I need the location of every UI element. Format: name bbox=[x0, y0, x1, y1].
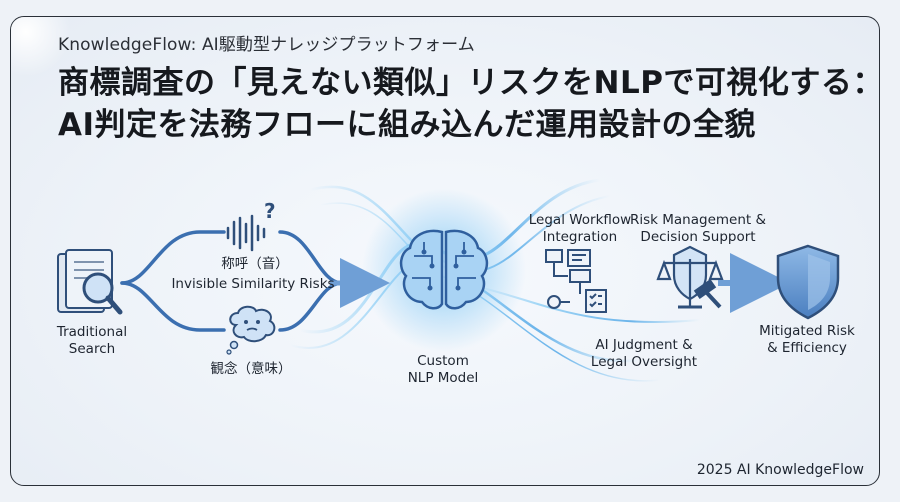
nlp-model-line-2: NLP Model bbox=[407, 370, 479, 386]
brain-glow bbox=[362, 188, 526, 352]
nlp-model-label: Custom NLP Model bbox=[398, 353, 488, 387]
sound-label: 称呼（音） bbox=[221, 256, 289, 272]
ai-judgment-label: AI Judgment & Legal Oversight bbox=[584, 337, 704, 371]
shield-icon bbox=[776, 244, 840, 320]
thought-cloud-icon bbox=[226, 305, 276, 355]
legal-workflow-line-2: Integration bbox=[542, 229, 618, 245]
document-search-icon bbox=[57, 249, 123, 315]
risk-management-line-2: Decision Support bbox=[640, 229, 756, 245]
brand-title: KnowledgeFlow: AI駆動型ナレッジプラットフォーム bbox=[58, 35, 475, 55]
corner-light bbox=[11, 17, 71, 77]
ai-judgment-line-2: Legal Oversight bbox=[590, 354, 698, 370]
traditional-search-line-2: Search bbox=[68, 341, 116, 357]
footer-copyright: 2025 AI KnowledgeFlow bbox=[696, 462, 864, 478]
brain-circuit-icon bbox=[399, 229, 489, 310]
traditional-search-line-1: Traditional bbox=[56, 324, 128, 340]
title-line-1: 商標調査の「見えない類似」リスクをNLPで可視化する： bbox=[58, 65, 884, 101]
legal-workflow-line-1: Legal Workflow bbox=[528, 212, 632, 228]
flowchart-icon bbox=[545, 249, 607, 313]
mitigated-risk-label: Mitigated Risk & Efficiency bbox=[752, 323, 862, 357]
mitigated-line-1: Mitigated Risk bbox=[759, 323, 855, 339]
risk-management-line-1: Risk Management & bbox=[629, 212, 767, 228]
sound-wave-question-icon: ? bbox=[226, 199, 276, 252]
scales-gavel-icon bbox=[656, 245, 724, 309]
meaning-label: 観念（意味） bbox=[210, 361, 292, 377]
nlp-model-line-1: Custom bbox=[417, 353, 469, 369]
title-line-2: AI判定を法務フローに組み込んだ運用設計の全貌 bbox=[58, 107, 757, 143]
invisible-risks-label: Invisible Similarity Risks bbox=[171, 276, 335, 292]
page-title: 商標調査の「見えない類似」リスクをNLPで可視化する： AI判定を法務フローに組… bbox=[58, 62, 884, 146]
ai-judgment-line-1: AI Judgment & bbox=[595, 337, 693, 353]
risk-management-label: Risk Management & Decision Support bbox=[628, 212, 768, 246]
traditional-search-label: Traditional Search bbox=[52, 324, 132, 358]
legal-workflow-label: Legal Workflow Integration bbox=[522, 212, 638, 246]
mitigated-line-2: & Efficiency bbox=[767, 340, 847, 356]
svg-text:?: ? bbox=[264, 199, 276, 223]
